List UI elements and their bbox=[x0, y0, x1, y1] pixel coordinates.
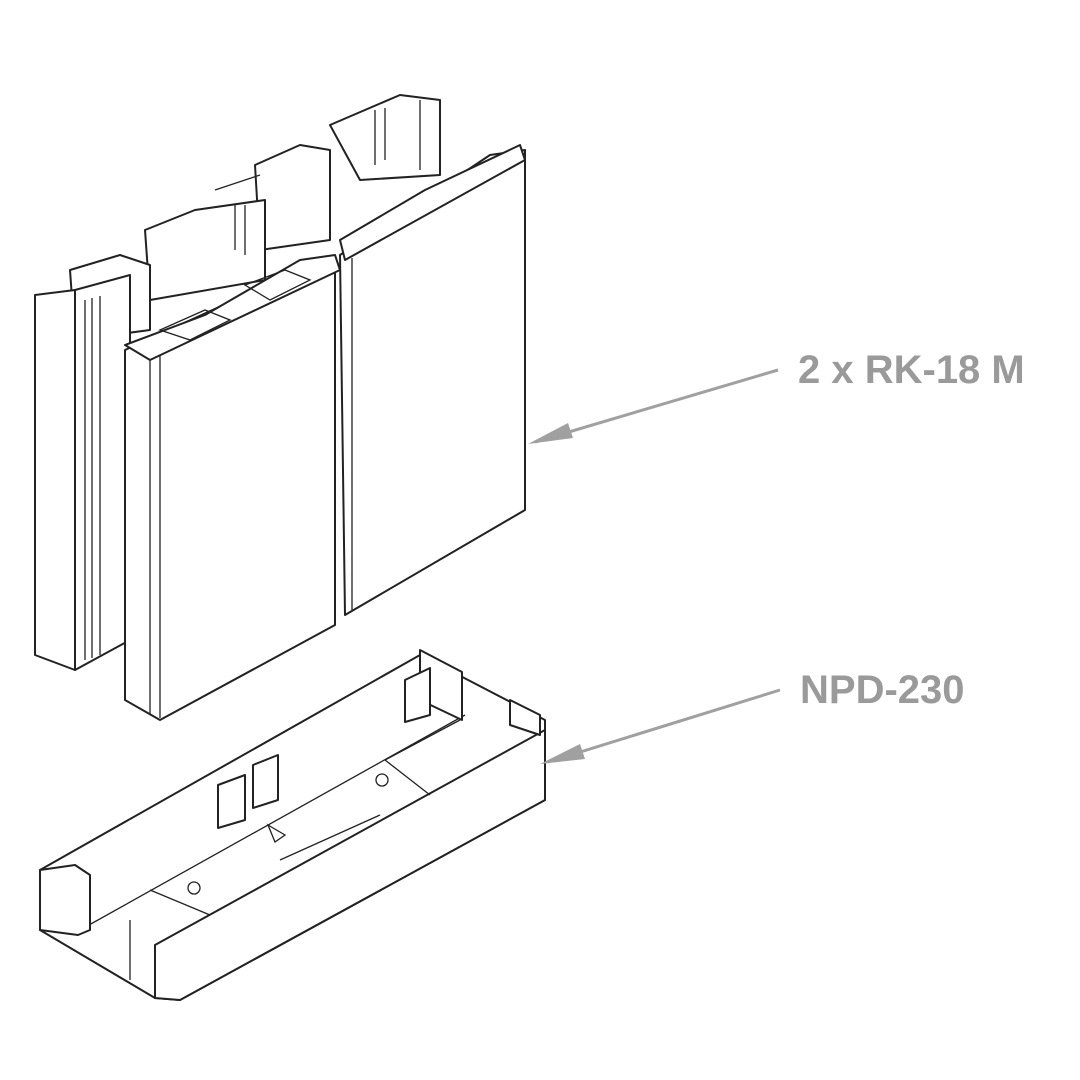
end-cap-arrowhead-icon bbox=[540, 744, 585, 764]
profile-arrowhead-icon bbox=[528, 423, 573, 444]
end-cap-leader-line bbox=[547, 688, 781, 764]
leader-arrows bbox=[528, 368, 781, 764]
profile-label: 2 x RK-18 M bbox=[798, 348, 1025, 392]
end-cap-label: NPD-230 bbox=[800, 668, 965, 712]
profile-leader-line bbox=[534, 368, 779, 444]
profile-assembly bbox=[34, 94, 526, 721]
end-cap bbox=[39, 649, 546, 1001]
